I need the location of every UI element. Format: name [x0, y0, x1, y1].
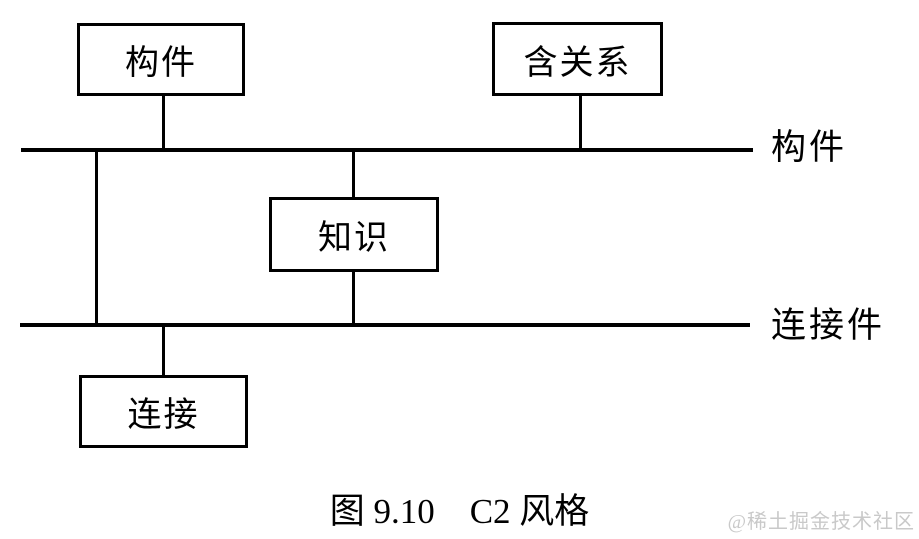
component-bus-label: 构件	[771, 128, 848, 167]
connector-line-bus-to-bus-left	[95, 150, 98, 327]
box-contain-relation-label: 含关系	[523, 44, 632, 82]
connector-bus-label: 连接件	[771, 306, 886, 345]
figure-caption: 图 9.10 C2 风格	[329, 492, 590, 531]
connector-line-component-to-bus	[162, 94, 165, 152]
box-knowledge: 知识	[269, 197, 439, 272]
connector-line-contain-relation-to-bus	[579, 94, 582, 152]
component-bus-line	[21, 148, 753, 152]
watermark-text: @稀土掘金技术社区	[727, 511, 915, 533]
connector-line-bus-to-connection	[162, 326, 165, 378]
box-component-label: 构件	[125, 45, 197, 82]
connector-line-knowledge-to-bus	[352, 270, 355, 327]
box-contain-relation: 含关系	[492, 22, 663, 96]
box-connection-label: 连接	[127, 397, 200, 434]
connector-bus-line	[20, 323, 750, 327]
connector-line-bus-to-knowledge	[352, 150, 355, 200]
box-connection: 连接	[79, 375, 248, 448]
box-component: 构件	[77, 23, 245, 96]
box-knowledge-label: 知识	[318, 220, 390, 257]
